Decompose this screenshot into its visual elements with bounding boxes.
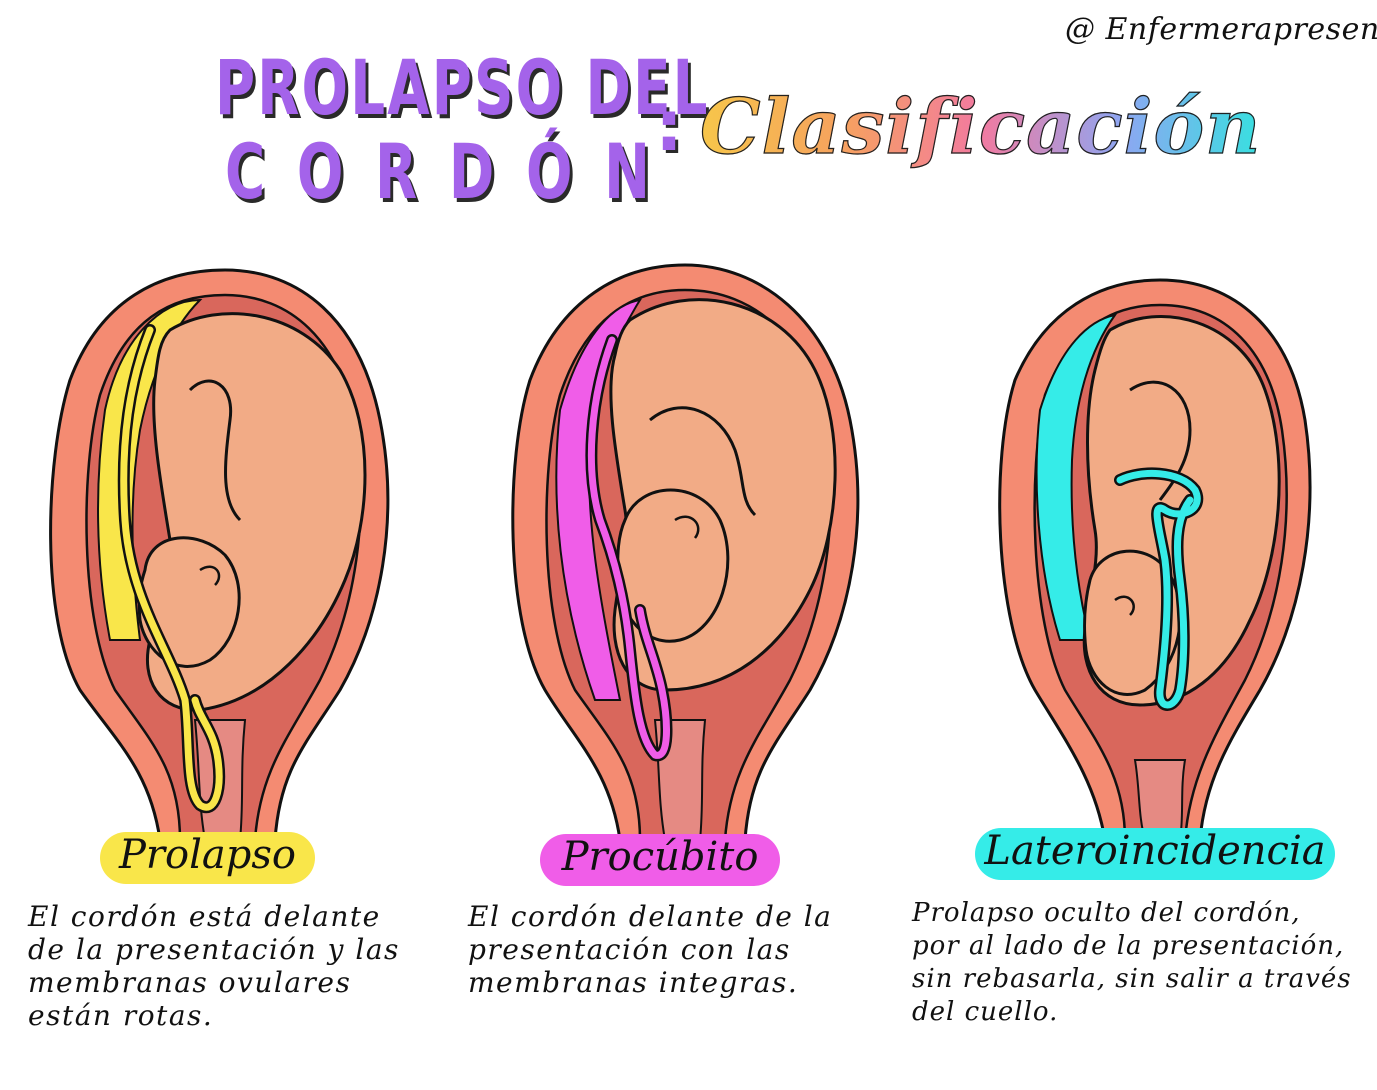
fetus-head bbox=[137, 536, 241, 668]
page-subtitle: Clasificación bbox=[699, 81, 1262, 171]
prolapso-description: El cordón está delante de la presentació… bbox=[28, 900, 400, 1032]
author-handle: @ Enfermerapresente bbox=[1065, 12, 1377, 47]
lateroincidencia-illustration bbox=[998, 278, 1312, 842]
fetus-ear bbox=[1114, 595, 1135, 616]
fetus-ear bbox=[674, 515, 700, 539]
procubito-highlight bbox=[540, 834, 780, 886]
procubito-illustration bbox=[511, 263, 860, 842]
title-line-2: CORDÓN bbox=[225, 127, 682, 216]
procubito-description: El cordón delante de la presentación con… bbox=[468, 900, 833, 999]
lateroincidencia-description: Prolapso oculto del cordón, por al lado … bbox=[912, 898, 1352, 1027]
prolapso-highlight bbox=[100, 832, 315, 884]
fetus-ear bbox=[199, 565, 221, 586]
cord-region bbox=[1035, 313, 1118, 641]
prolapso-label: Prolapso bbox=[119, 832, 296, 878]
lateroincidencia-label: Lateroincidencia bbox=[984, 828, 1326, 874]
lateroincidencia-highlight bbox=[975, 828, 1335, 880]
fetus-head bbox=[616, 488, 730, 643]
title-line-1: PROLAPSO DEL bbox=[215, 43, 710, 132]
procubito-label: Procúbito bbox=[561, 834, 759, 880]
page-title: PROLAPSO DEL CORDÓN bbox=[215, 50, 902, 210]
prolapso-illustration bbox=[49, 268, 390, 842]
fetus-arm bbox=[649, 406, 757, 517]
fetus-arm bbox=[188, 379, 242, 522]
title-colon: : bbox=[655, 85, 683, 167]
